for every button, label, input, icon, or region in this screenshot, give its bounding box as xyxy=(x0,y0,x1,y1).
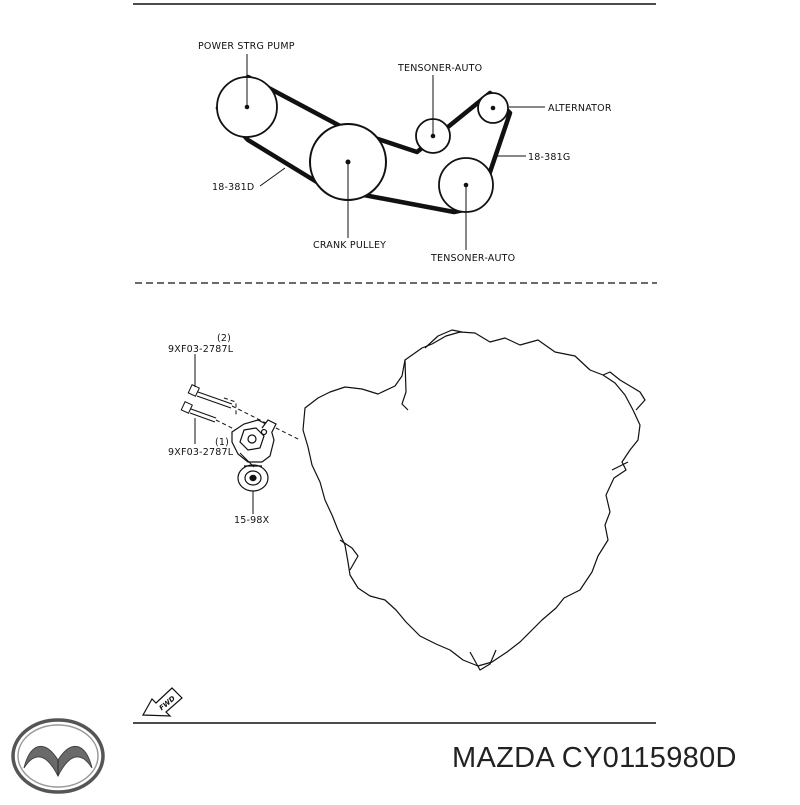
label-tensioner-part: 15-98X xyxy=(234,515,270,526)
label-tensioner-lower: TENSONER-AUTO xyxy=(430,253,515,264)
auto-tensioner-assembly xyxy=(231,419,277,492)
footer-part-number: MAZDA CY0115980D xyxy=(452,742,737,775)
power-steering-pulley-hub xyxy=(244,104,250,110)
bolt-lower xyxy=(180,401,217,423)
fwd-arrow-icon: FWD xyxy=(141,687,183,717)
install-leader-lines xyxy=(194,354,255,514)
lower-tensioner-hub xyxy=(463,182,469,188)
bolt-upper xyxy=(187,384,233,409)
label-bolt-lower-part: 9XF03-2787L xyxy=(168,447,234,458)
belt-routing-diagram xyxy=(215,54,545,250)
label-belt-right: 18-381G xyxy=(528,152,570,163)
footer-brand: MAZDA xyxy=(452,742,554,774)
belt-leader-lines xyxy=(246,54,545,250)
label-bolt-upper-part: 9XF03-2787L xyxy=(168,344,234,355)
label-bolt-upper-qty: (2) xyxy=(217,333,231,344)
label-power-steering-pump: POWER STRG PUMP xyxy=(198,41,295,52)
alternator-pulley-hub xyxy=(490,105,496,111)
label-crank-pulley: CRANK PULLEY xyxy=(313,240,386,251)
label-bolt-lower-qty: (1) xyxy=(215,437,229,448)
label-belt-left: 18-381D xyxy=(212,182,254,193)
label-tensioner-upper: TENSONER-AUTO xyxy=(397,63,482,74)
upper-tensioner-hub xyxy=(430,133,436,139)
footer-part-code: CY0115980D xyxy=(561,742,737,774)
label-alternator: ALTERNATOR xyxy=(548,103,612,114)
mazda-logo-icon xyxy=(11,718,105,794)
engine-outline xyxy=(302,329,646,671)
crank-pulley-hub xyxy=(345,159,351,165)
